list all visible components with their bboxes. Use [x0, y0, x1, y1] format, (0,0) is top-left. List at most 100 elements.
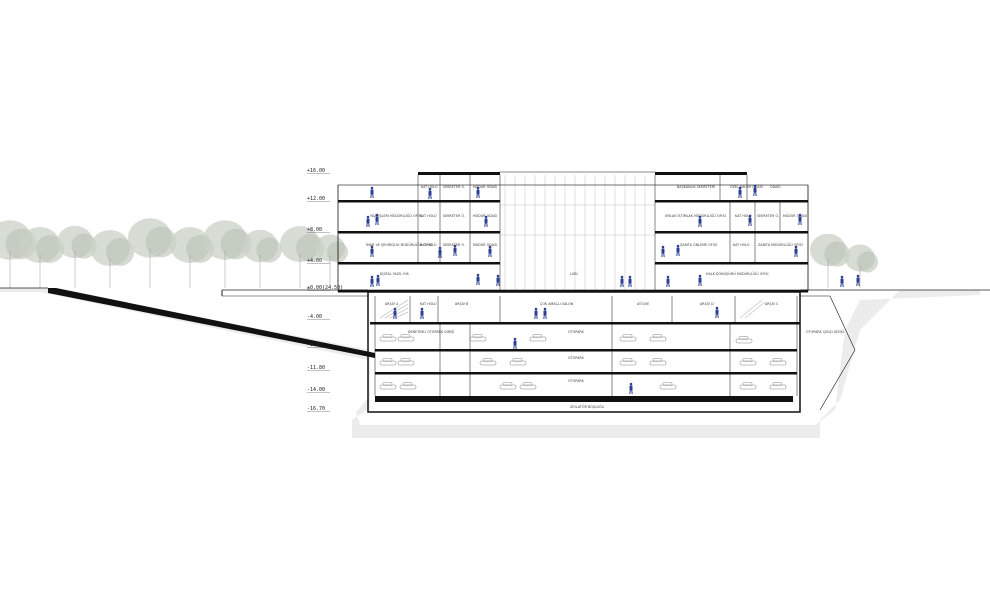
room-label: SEKRETER O. — [443, 214, 465, 218]
level-marker: +12.00 — [307, 196, 325, 202]
level-marker: -11.80 — [307, 365, 325, 371]
car — [529, 334, 547, 342]
car — [509, 358, 527, 366]
tree — [128, 218, 177, 288]
room-label: ARŞİV C — [765, 301, 779, 306]
level-marker: +16.00 — [307, 168, 325, 174]
car — [379, 358, 397, 366]
tree — [90, 230, 134, 288]
person-figure — [420, 307, 424, 320]
room-label: KAT HOLÜ — [735, 213, 752, 218]
person-figure — [370, 186, 374, 199]
tree — [280, 226, 324, 288]
parked-cars — [379, 334, 787, 390]
room-label: İMAR VE ŞEHİRCİLİK MÜDÜRLÜĞÜ OFİSİ — [366, 242, 432, 247]
person-figure — [698, 274, 702, 287]
room-label: OTOPARK ÇIKIŞI GİRİŞİ — [806, 329, 844, 334]
room-label: KAT HOLÜ — [733, 242, 750, 247]
room-label: OTOPARK — [568, 356, 585, 360]
room-label: SEKRETER O. — [443, 243, 465, 247]
car — [649, 358, 667, 366]
tree — [57, 225, 97, 288]
room-label: OTOPARK — [568, 379, 585, 383]
person-figure — [715, 306, 719, 319]
room-label: ARŞİV D — [700, 301, 714, 306]
car — [479, 358, 497, 366]
person-figure — [488, 245, 492, 258]
room-label: ARŞİV A — [385, 301, 399, 306]
room-label: KAT HOLÜ — [420, 213, 437, 218]
car — [649, 334, 667, 342]
person-figure — [370, 245, 374, 258]
trees-background — [0, 218, 878, 288]
room-label: YAZI İŞLERİ MÜDÜRLÜĞÜ OFİSİ — [370, 213, 422, 218]
room-label: SEKRETER O. — [757, 214, 779, 218]
room-label: KAT HOLÜ — [420, 242, 437, 247]
person-figure — [628, 275, 632, 288]
tree — [845, 244, 878, 288]
room-labels: KAT HOLÜ SEKRETER O. MÜDÜR ODASI BAŞKANLIK … — [366, 184, 844, 409]
car — [739, 382, 757, 390]
level-marker: +4.00 — [307, 258, 322, 264]
room-label: DİJİTAL YAZIL HİS — [380, 271, 409, 276]
room-label: MÜDÜR ODASI — [473, 184, 497, 189]
car — [769, 382, 787, 390]
person-figure — [366, 215, 370, 228]
car — [499, 382, 517, 390]
person-figure — [438, 246, 442, 259]
person-figure — [753, 184, 757, 197]
person-figure — [798, 213, 802, 226]
room-label: ATÖLYE — [637, 301, 649, 306]
room-label: KAT HOLÜ — [421, 184, 438, 189]
level-markers: +16.00+12.00+8.00+4.00±0.00(24.50)-4.00-… — [307, 168, 343, 412]
car — [469, 334, 487, 342]
person-figure — [698, 215, 702, 228]
tree — [203, 220, 252, 288]
person-figure — [856, 274, 860, 287]
person-figure — [794, 245, 798, 258]
room-label: MÜDÜR ODASI — [783, 213, 807, 218]
room-label: ÇOK AMAÇLI SALON — [540, 302, 574, 306]
room-label: İZOLATÖR BOŞLUĞU — [570, 404, 605, 409]
room-label: SEKRETER O. — [443, 185, 465, 189]
car — [397, 358, 415, 366]
level-marker: -14.00 — [307, 387, 325, 393]
person-figure — [393, 307, 397, 320]
person-figure — [476, 273, 480, 286]
building-structure — [337, 171, 856, 413]
person-figure — [661, 245, 665, 258]
car — [619, 358, 637, 366]
person-figure — [840, 275, 844, 288]
people-figures — [366, 184, 860, 395]
room-label: DENETİMLİ OTOPARK GİRİŞİ — [408, 329, 454, 334]
person-figure — [748, 214, 752, 227]
level-marker: -8.00 — [307, 342, 322, 348]
room-label: BAŞKANLIK SEKRETERİ — [677, 184, 715, 189]
tree — [810, 233, 850, 288]
level-marker: -16.70 — [307, 406, 325, 412]
person-figure — [428, 187, 432, 200]
car — [379, 382, 397, 390]
level-marker: ±0.00(24.50) — [307, 285, 343, 291]
room-label: ODASI — [770, 185, 781, 189]
room-label: LOBİ — [570, 271, 578, 276]
car — [659, 382, 677, 390]
room-label: ZABITA ÖNLEME OFİSİ — [680, 242, 717, 247]
person-figure — [484, 215, 488, 228]
person-figure — [620, 275, 624, 288]
tree — [315, 234, 348, 288]
person-figure — [376, 274, 380, 287]
tree — [242, 229, 282, 288]
person-figure — [370, 275, 374, 288]
person-figure — [666, 275, 670, 288]
person-figure — [543, 307, 547, 320]
car — [399, 382, 417, 390]
room-label: KAT HOLÜ — [420, 301, 437, 306]
ground — [0, 287, 990, 438]
car — [735, 336, 753, 344]
room-label: MÜDÜR ODASI — [473, 242, 497, 247]
person-figure — [629, 382, 633, 395]
person-figure — [513, 337, 517, 350]
